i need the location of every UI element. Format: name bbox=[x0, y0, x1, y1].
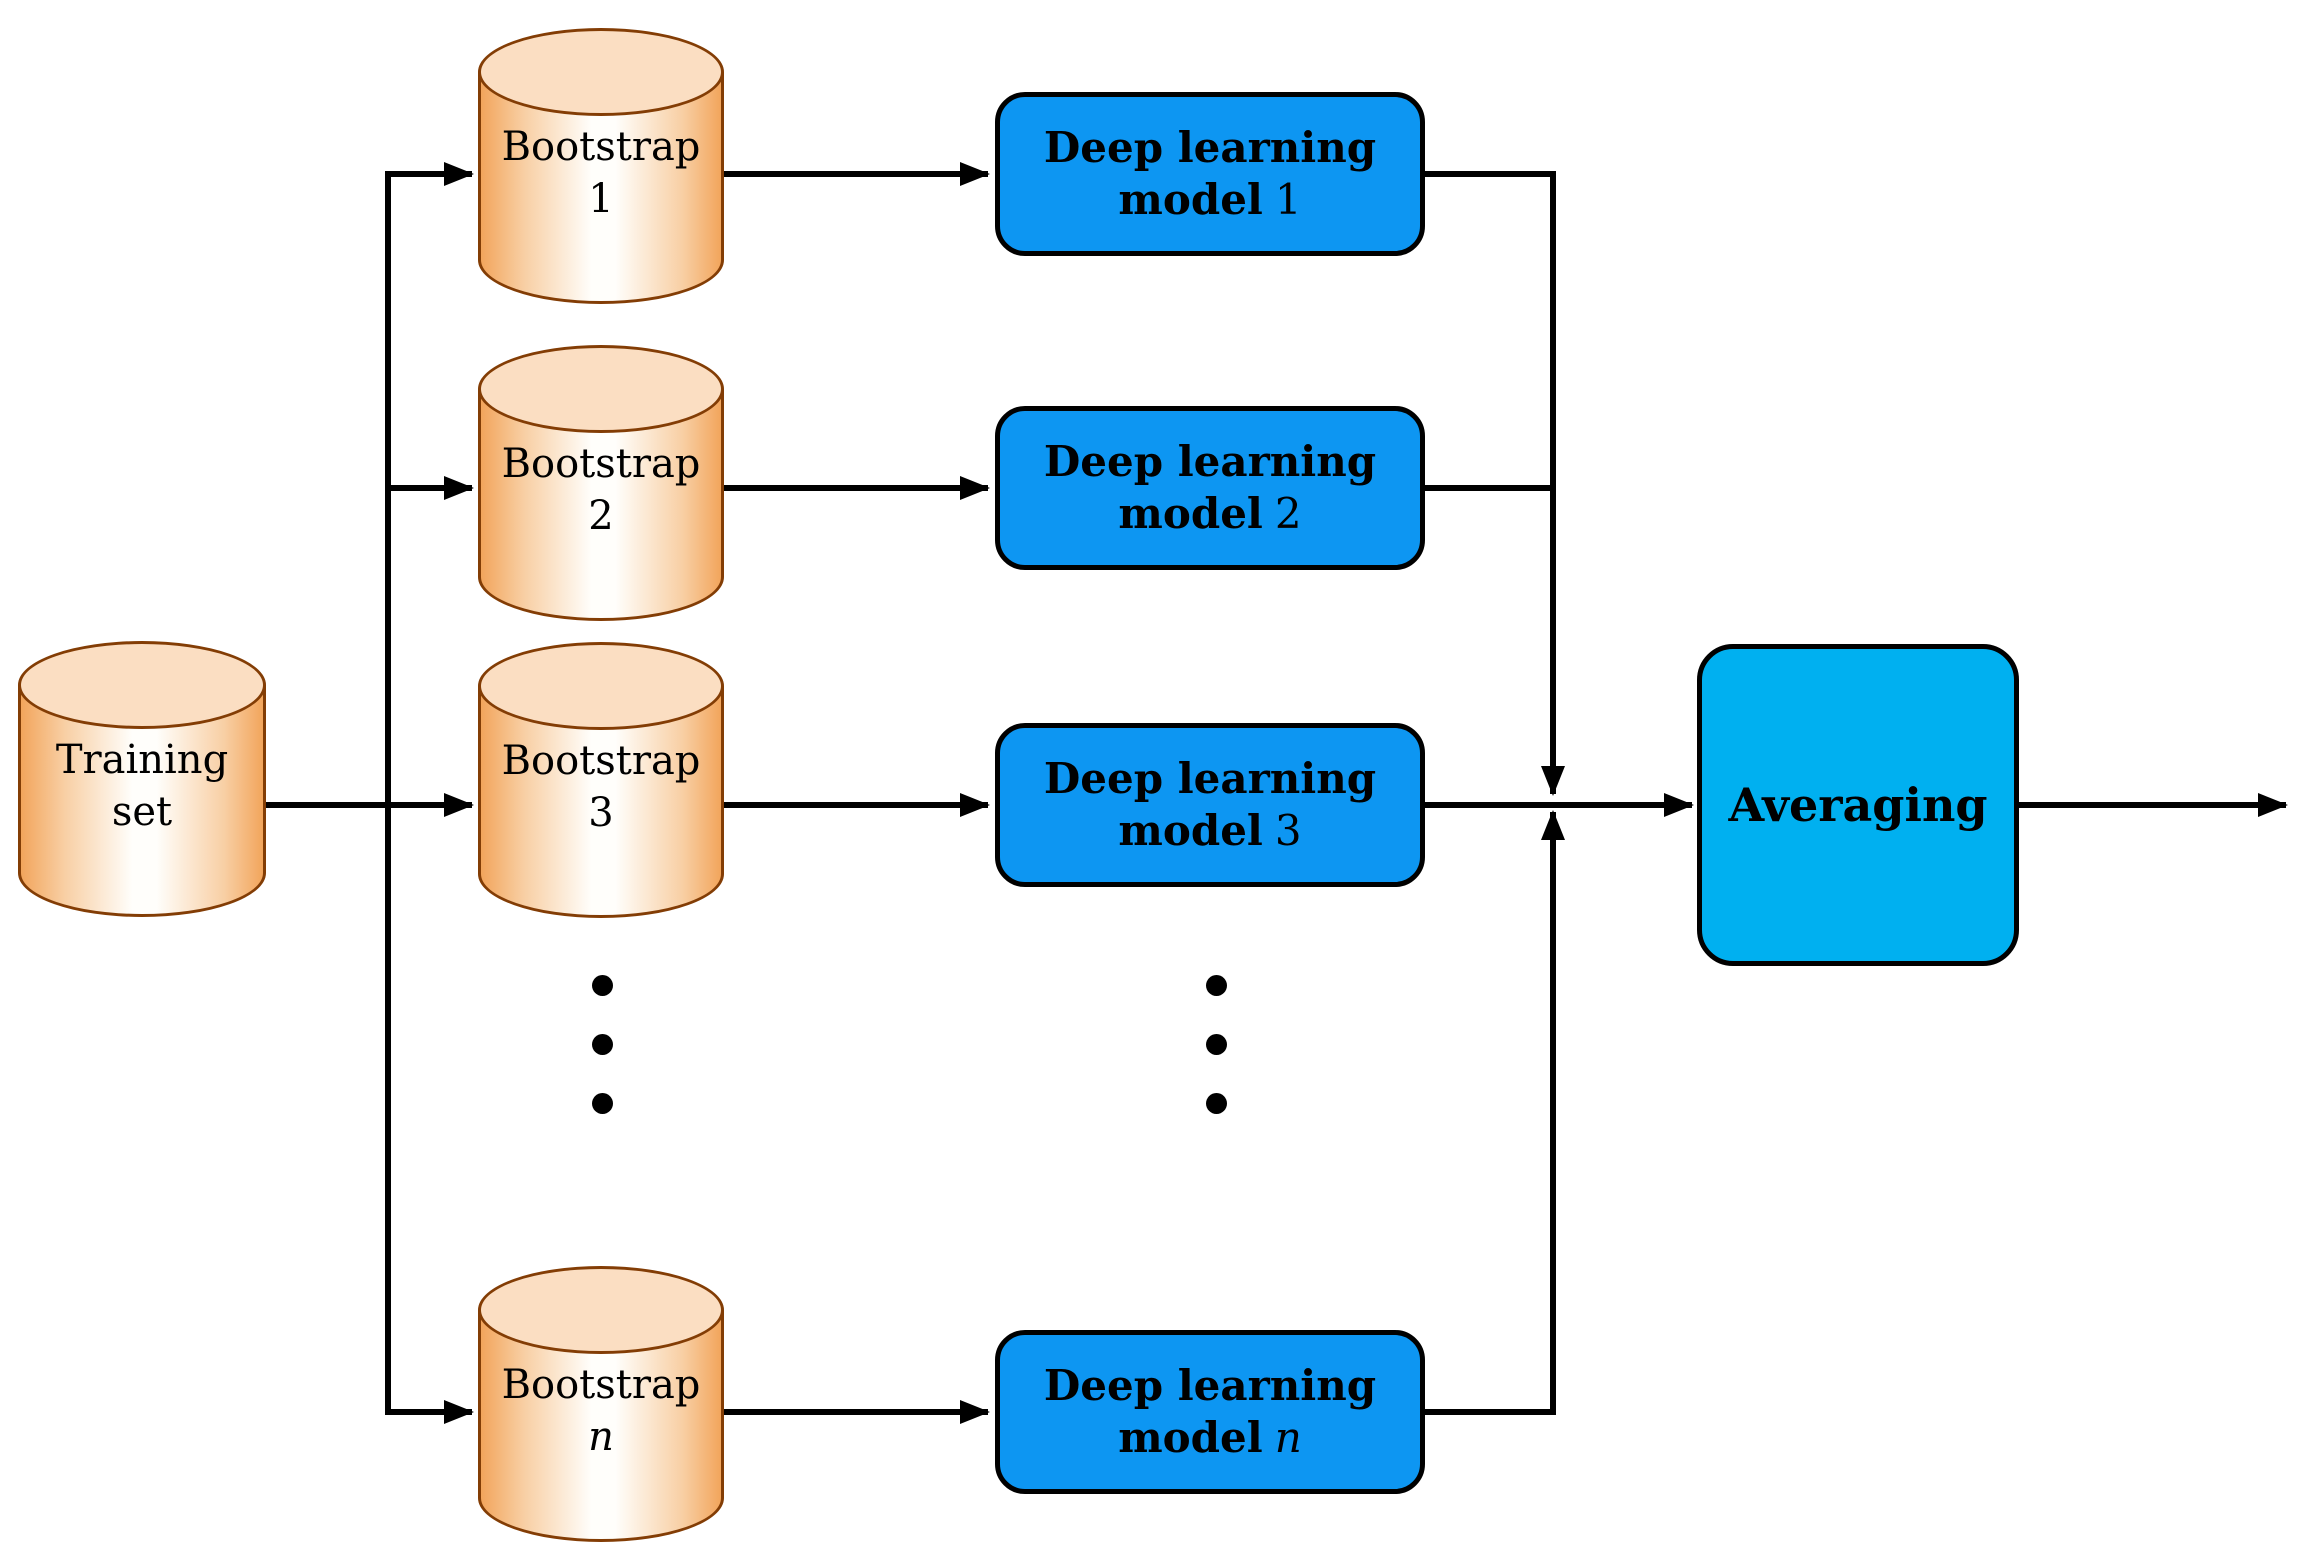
bootstrap-index: 1 bbox=[588, 176, 614, 222]
training-set-line1: Training bbox=[55, 737, 229, 783]
model-prefix: Deep learning bbox=[1043, 1360, 1377, 1410]
model-ellipsis-dots bbox=[1206, 975, 1227, 1114]
ellipsis-dot bbox=[1206, 1034, 1227, 1055]
model-index: 2 bbox=[1274, 489, 1302, 538]
cylinder-top-ellipse bbox=[478, 28, 724, 116]
ellipsis-dot bbox=[592, 1034, 613, 1055]
model-index: 3 bbox=[1274, 806, 1302, 855]
bootstrap-word: Bootstrap bbox=[501, 1362, 701, 1408]
bootstrap-n-label: Bootstrap n bbox=[478, 1266, 724, 1542]
model-word: model bbox=[1118, 489, 1263, 538]
cylinder-top-ellipse bbox=[18, 641, 266, 729]
ellipsis-dot bbox=[592, 1093, 613, 1114]
model-word: model bbox=[1118, 175, 1263, 224]
training-set-cylinder: Training set bbox=[18, 641, 266, 917]
bootstrap-word: Bootstrap bbox=[501, 738, 701, 784]
bootstrap-3-cylinder: Bootstrap 3 bbox=[478, 642, 724, 918]
bootstrap-1-cylinder: Bootstrap 1 bbox=[478, 28, 724, 304]
bootstrap-2-label: Bootstrap 2 bbox=[478, 345, 724, 621]
cylinder-top-ellipse bbox=[478, 642, 724, 730]
cylinder-top-ellipse bbox=[478, 345, 724, 433]
bootstrap-index: 2 bbox=[588, 493, 614, 539]
ellipsis-dot bbox=[1206, 1093, 1227, 1114]
training-set-line2: set bbox=[111, 789, 173, 835]
bootstrap-3-label: Bootstrap 3 bbox=[478, 642, 724, 918]
model-word: model bbox=[1118, 806, 1263, 855]
model-index: 1 bbox=[1274, 175, 1302, 224]
bootstrap-word: Bootstrap bbox=[501, 441, 701, 487]
bootstrap-2-cylinder: Bootstrap 2 bbox=[478, 345, 724, 621]
bootstrap-word: Bootstrap bbox=[501, 124, 701, 170]
averaging-label: Averaging bbox=[1728, 778, 1988, 832]
model-prefix: Deep learning bbox=[1043, 122, 1377, 172]
ellipsis-dot bbox=[1206, 975, 1227, 996]
bootstrap-1-label: Bootstrap 1 bbox=[478, 28, 724, 304]
averaging-box: Averaging bbox=[1697, 644, 2019, 966]
bootstrap-index: n bbox=[588, 1414, 614, 1460]
model-index: n bbox=[1274, 1413, 1302, 1462]
training-set-label: Training set bbox=[18, 641, 266, 917]
model-prefix: Deep learning bbox=[1043, 436, 1377, 486]
bootstrap-n-cylinder: Bootstrap n bbox=[478, 1266, 724, 1542]
ellipsis-dot bbox=[592, 975, 613, 996]
model-word: model bbox=[1118, 1413, 1263, 1462]
bootstrap-index: 3 bbox=[588, 790, 614, 836]
cylinder-top-ellipse bbox=[478, 1266, 724, 1354]
model-prefix: Deep learning bbox=[1043, 753, 1377, 803]
bootstrap-ellipsis-dots bbox=[592, 975, 613, 1114]
